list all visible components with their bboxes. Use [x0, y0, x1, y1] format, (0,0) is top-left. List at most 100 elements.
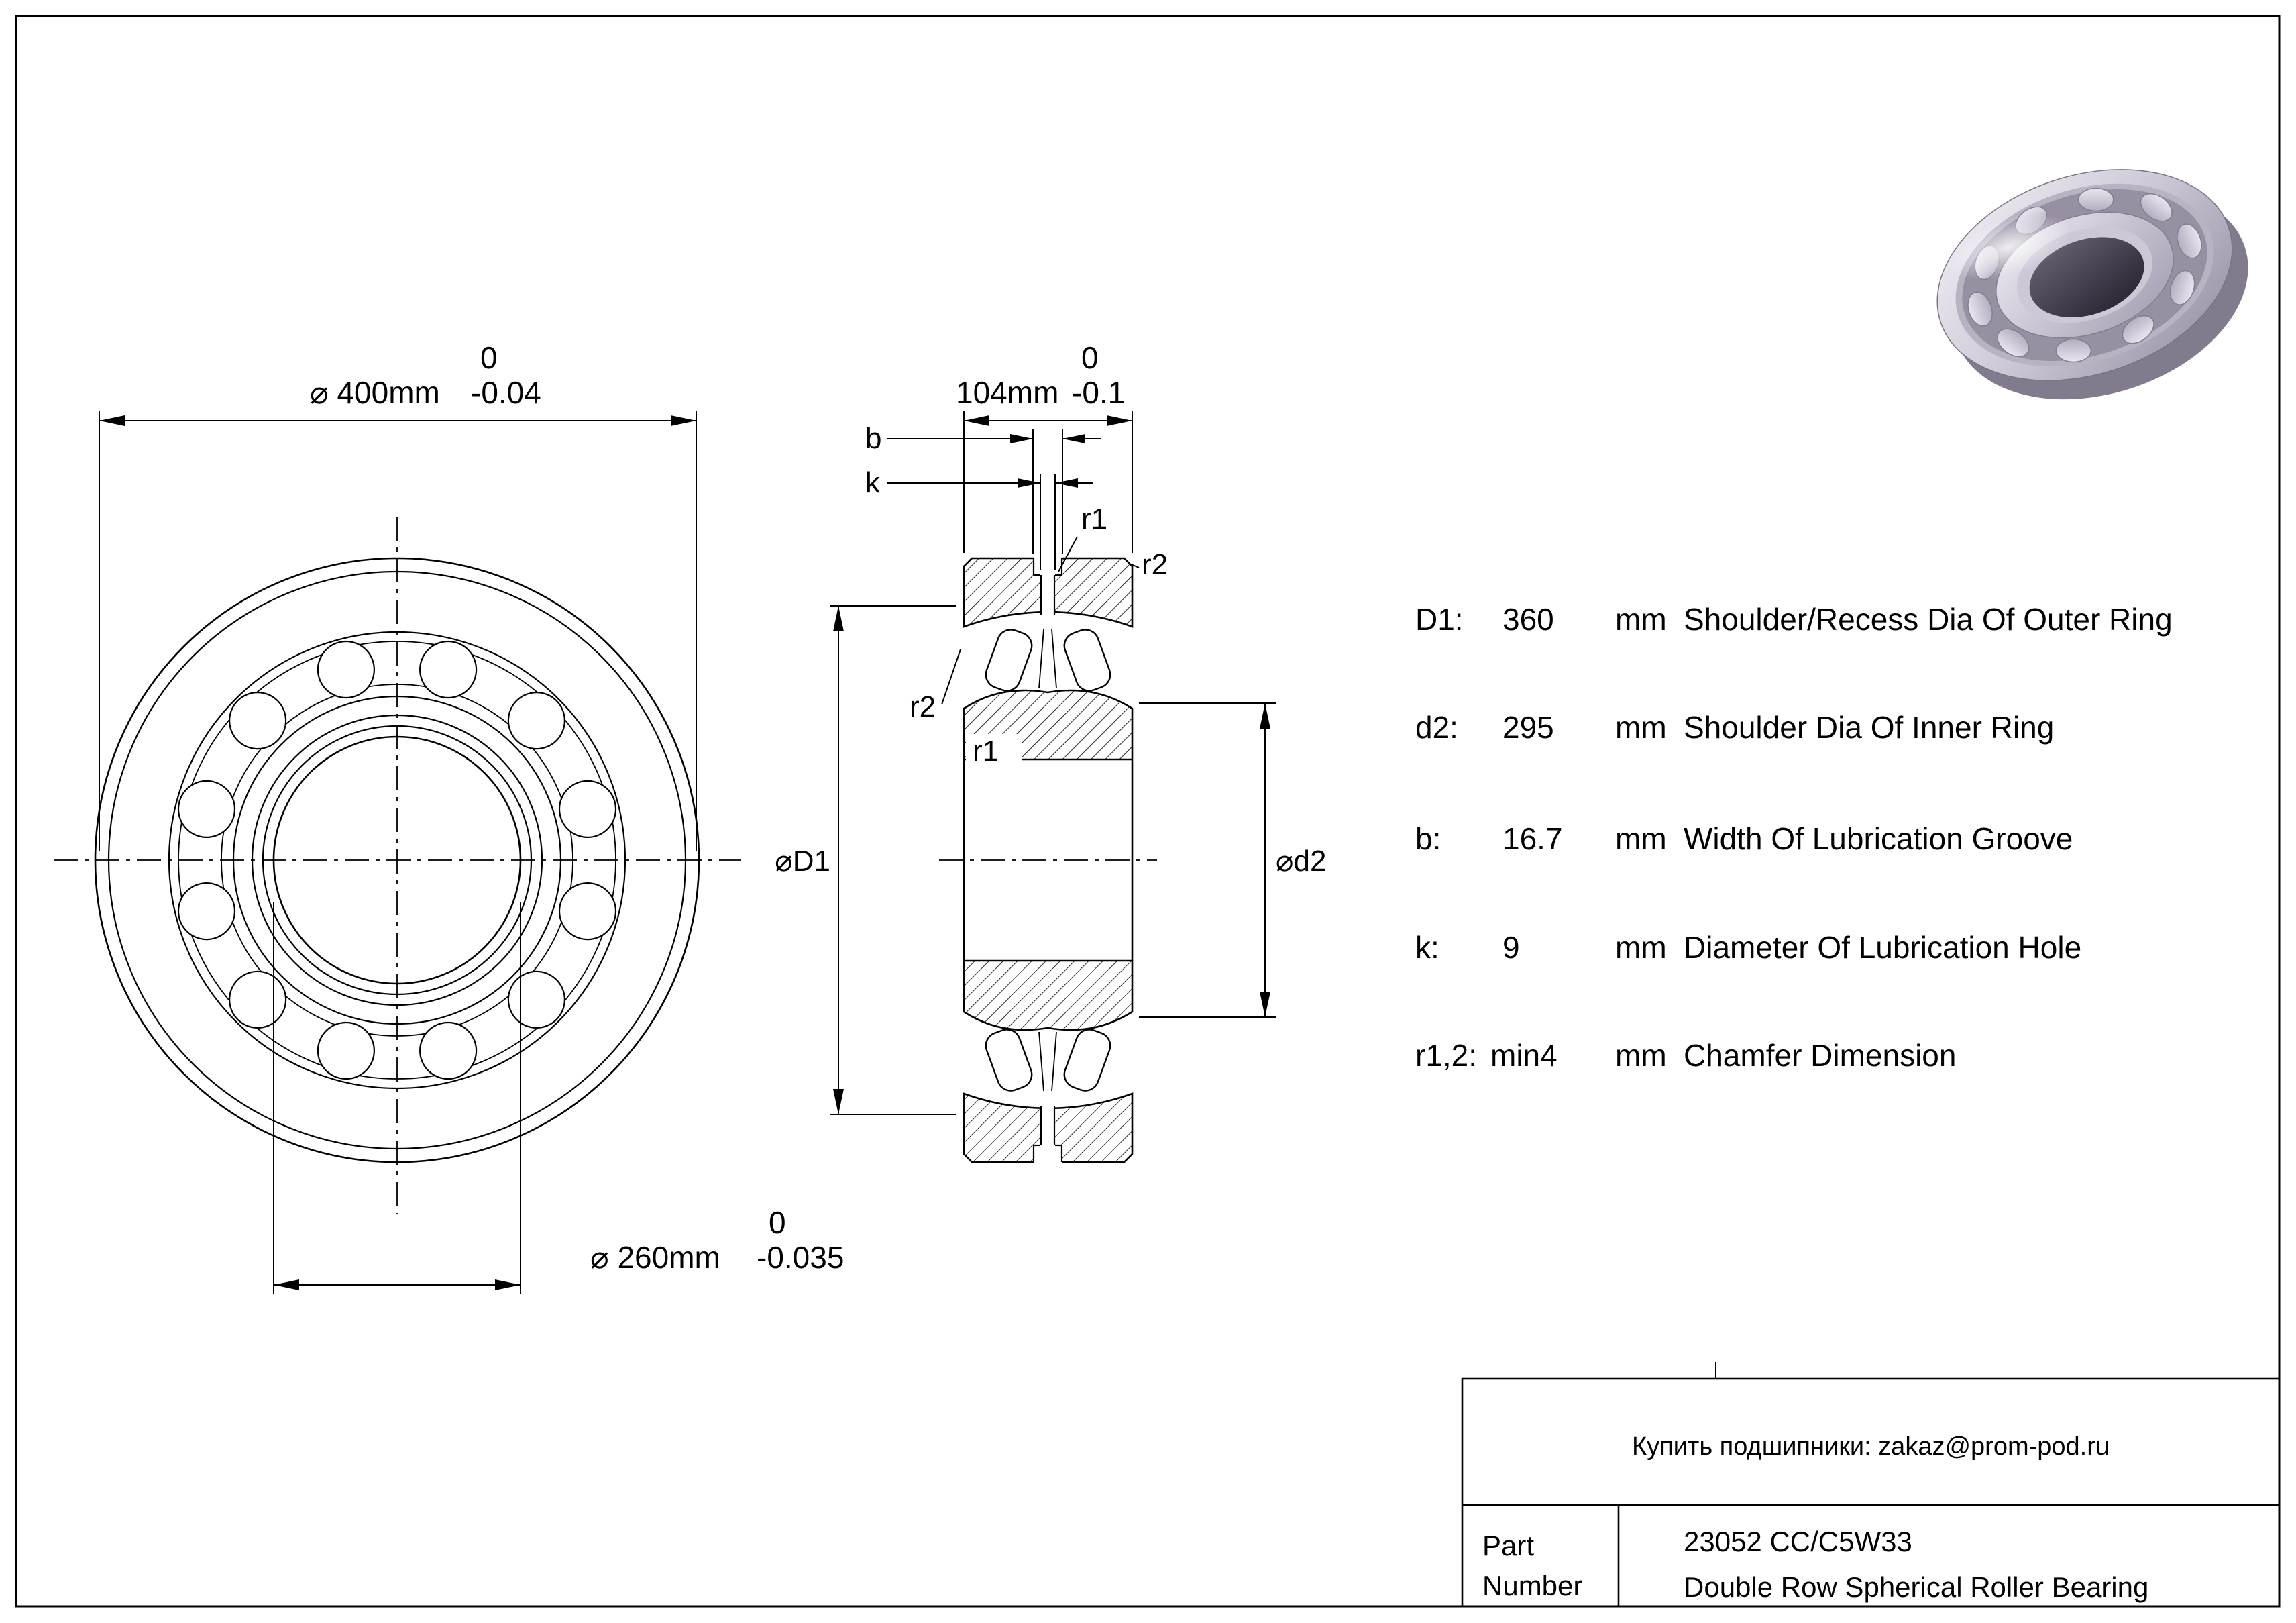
dim-groove-width: b [865, 422, 1101, 554]
arrowhead [99, 415, 125, 426]
title-block-border [1461, 1377, 2281, 1608]
spec-table: D1: 360 mm Shoulder/Recess Dia Of Outer … [1415, 602, 2173, 1073]
arrowhead [833, 1089, 844, 1114]
roller [229, 691, 287, 750]
section-view: 104mm 0 -0.1 b k r1 r2 [775, 340, 1326, 1163]
part-description: Double Row Spherical Roller Bearing [1684, 1571, 2148, 1603]
spec-row-r: r1,2: min4 mm Chamfer Dimension [1415, 1038, 1956, 1073]
title-block: Купить подшипники: zakaz@prom-pod.ru Par… [1461, 1377, 2281, 1608]
cage-outer-circle [178, 641, 616, 1080]
label-backing [966, 734, 1022, 766]
spec-value: 9 [1502, 930, 1520, 965]
dim-text: 104mm [956, 375, 1058, 410]
arrowhead [1062, 434, 1085, 443]
arrowhead [671, 415, 696, 426]
cage-inner-circle [221, 684, 573, 1037]
roller-section [985, 1029, 1033, 1092]
groove-cut [1034, 556, 1062, 575]
bearing-photo [1936, 169, 2248, 400]
spec-desc: Diameter Of Lubrication Hole [1684, 930, 2081, 965]
spec-row-d1: D1: 360 mm Shoulder/Recess Dia Of Outer … [1415, 602, 2173, 637]
spec-value: 16.7 [1502, 821, 1563, 856]
photo-roller [2140, 193, 2173, 222]
dim-tolerance-upper: 0 [769, 1205, 786, 1240]
dim-d1: ⌀D1 [775, 605, 956, 1115]
roller [317, 1021, 376, 1080]
arrowhead [1010, 434, 1033, 443]
arrowhead [495, 1279, 521, 1290]
roller-set [177, 640, 617, 1080]
dim-text: ⌀ 400mm [310, 375, 440, 410]
dim-d2: ⌀d2 [1139, 702, 1326, 1018]
arrowhead [1018, 478, 1040, 488]
roller [419, 1021, 478, 1080]
part-label-line1: Part [1482, 1530, 1534, 1561]
cage-line [1038, 1031, 1044, 1092]
spec-row-d2: d2: 295 mm Shoulder Dia Of Inner Ring [1415, 710, 2054, 745]
dim-tolerance-lower: -0.04 [471, 375, 541, 410]
arrowhead [274, 1279, 299, 1290]
dim-width: 104mm 0 -0.1 [956, 340, 1133, 553]
roller [507, 970, 566, 1029]
front-view: ⌀ 400mm 0 -0.04 ⌀ 260mm 0 -0.035 [54, 340, 844, 1294]
spec-param: k: [1415, 930, 1439, 965]
label-r2-top: r2 [1142, 548, 1168, 581]
spec-param: d2: [1415, 710, 1458, 745]
dim-bore-diameter: ⌀ 260mm 0 -0.035 [273, 902, 844, 1294]
roller-section [1063, 629, 1111, 692]
label-r2-left: r2 [910, 690, 936, 723]
inner-ring-face-circle [251, 714, 543, 1006]
leader-line [941, 649, 961, 705]
arrowhead [1107, 415, 1132, 426]
arrowhead [1055, 478, 1078, 488]
label-d1: ⌀D1 [775, 845, 830, 878]
spec-desc: Width Of Lubrication Groove [1684, 821, 2073, 856]
outer-ring-face-circle [107, 570, 687, 1150]
photo-roller [2122, 315, 2154, 344]
dim-tolerance-upper: 0 [480, 340, 498, 375]
lubrication-groove-top [1032, 556, 1063, 615]
spec-param: D1: [1415, 602, 1464, 637]
dim-text: ⌀ 260mm [590, 1240, 720, 1275]
arrowhead [964, 415, 989, 426]
bore-hole [2029, 237, 2144, 317]
dim-outer-diameter: ⌀ 400mm 0 -0.04 [99, 340, 697, 851]
photo-roller [1967, 291, 1993, 327]
spec-value: min4 [1490, 1038, 1557, 1073]
part-number: 23052 CC/C5W33 [1684, 1526, 1912, 1557]
label-b: b [865, 422, 881, 455]
leader-line [1129, 563, 1140, 568]
inner-ring-od-circle [232, 695, 562, 1025]
cage-line [1051, 1031, 1057, 1092]
label-r1-top: r1 [1081, 503, 1107, 535]
spec-unit: mm [1615, 1038, 1667, 1073]
part-label-line2: Number [1482, 1570, 1582, 1602]
photo-roller [2078, 187, 2114, 212]
section-rollers [985, 629, 1111, 1092]
contact-text: Купить подшипники: zakaz@prom-pod.ru [1632, 1432, 2110, 1461]
spec-unit: mm [1615, 602, 1667, 637]
roller-section [1063, 1029, 1111, 1092]
spec-param: b: [1415, 821, 1441, 856]
roller [229, 970, 287, 1029]
spec-param: r1,2: [1415, 1038, 1477, 1073]
cage-line [1051, 629, 1057, 689]
spec-desc: Shoulder/Recess Dia Of Outer Ring [1684, 602, 2173, 637]
spec-unit: mm [1615, 821, 1667, 856]
lubrication-hole-cut [1041, 1106, 1054, 1146]
cage-line [1038, 629, 1044, 689]
bore-chamfer-circle [262, 725, 533, 996]
spec-value: 295 [1502, 710, 1554, 745]
roller [558, 882, 617, 941]
dim-hole-diameter: k [865, 466, 1093, 570]
photo-roller [2055, 338, 2091, 363]
page-border [15, 15, 2281, 1608]
label-d2: ⌀d2 [1276, 845, 1326, 878]
chamfer-labels: r1 r2 r2 r1 [910, 503, 1168, 768]
dim-tolerance-lower: -0.1 [1072, 375, 1125, 410]
dim-tolerance-upper: 0 [1081, 340, 1099, 375]
spec-row-k: k: 9 mm Diameter Of Lubrication Hole [1415, 930, 2081, 965]
roller-section [985, 629, 1033, 692]
inner-ring-section-bottom [963, 959, 1134, 1031]
